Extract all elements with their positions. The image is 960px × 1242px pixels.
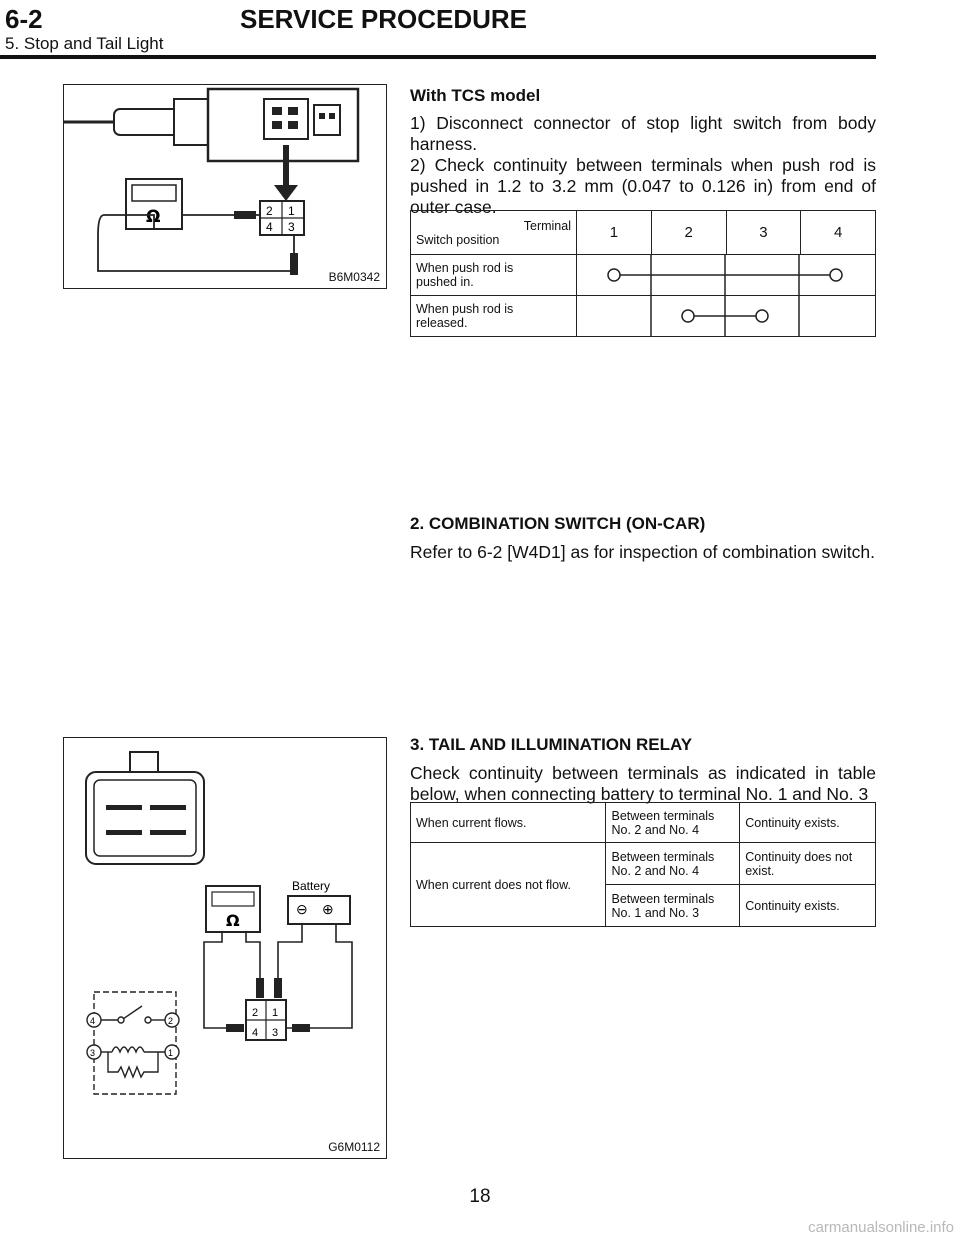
terminals-cell: Between terminals No. 2 and No. 4 (605, 802, 741, 843)
corner-terminal-label: Terminal (523, 218, 571, 233)
connector-pin-4: 4 (266, 220, 273, 234)
continuity-cells (576, 254, 876, 296)
page-subtitle: 5. Stop and Tail Light (5, 34, 164, 53)
figure-label: B6M0342 (328, 270, 380, 284)
section-3-body: Check continuity between terminals as in… (410, 763, 876, 804)
result-cell: Continuity exists. (739, 802, 876, 843)
continuity-line-2-3 (650, 296, 800, 336)
terminals-line: No. 2 and No. 4 (611, 863, 700, 878)
table-corner-cell: Terminal Switch position (410, 210, 577, 255)
connector-pin-3: 3 (272, 1027, 278, 1039)
connector-pin-2: 2 (252, 1007, 258, 1019)
row-label-line: released. (416, 316, 468, 330)
result-line: Continuity does not (745, 849, 853, 864)
connector-pin-1: 1 (272, 1007, 278, 1019)
connector-pin-3: 3 (288, 220, 295, 234)
section-2-body: Refer to 6-2 [W4D1] as for inspection of… (410, 542, 875, 562)
battery-plus-terminal: ⊕ (322, 901, 334, 917)
result-cell: Continuity does not exist. (739, 842, 876, 885)
section-number: 6-2 (5, 4, 43, 34)
row-label-line: When push rod is (416, 302, 514, 316)
terminals-cell: Between terminals No. 2 and No. 4 (605, 842, 741, 885)
stop-light-switch-diagram: Ω 2 1 4 3 (64, 87, 360, 275)
relay-pin-3: 3 (90, 1048, 95, 1058)
tcs-section: With TCS model 1) Disconnect connector o… (410, 86, 876, 218)
table-row: Between terminals No. 1 and No. 3 Contin… (411, 884, 876, 927)
page-title: SERVICE PROCEDURE (240, 4, 528, 34)
figure-label: G6M0112 (328, 1140, 380, 1154)
row-label: When push rod is released. (410, 295, 577, 337)
battery-minus-terminal: ⊖ (296, 901, 308, 917)
terminal-header: 1 (576, 210, 652, 255)
figure-tail-illumination-relay: Ω Battery ⊖ ⊕ 2 1 4 3 4 2 3 1 (63, 737, 387, 1159)
relay-continuity-table: When current flows. Between terminals No… (409, 802, 876, 927)
continuity-line-1-4 (607, 255, 843, 295)
connector-pin-4: 4 (252, 1027, 258, 1039)
section-2-heading: 2. COMBINATION SWITCH (ON-CAR) (410, 514, 706, 533)
terminals-line: Between terminals (611, 849, 715, 864)
table-row: When current does not flow. Between term… (409, 842, 876, 927)
connector-pin-1: 1 (288, 204, 295, 218)
watermark: carmanualsonline.info (808, 1219, 954, 1236)
relay-section: 3. TAIL AND ILLUMINATION RELAY Check con… (410, 735, 876, 805)
terminal-header: 2 (650, 210, 727, 255)
tcs-step-1: 1) Disconnect connector of stop light sw… (410, 113, 876, 154)
relay-pin-4: 4 (90, 1016, 95, 1026)
figure-stop-light-switch: Ω 2 1 4 3 B6M0342 (63, 84, 387, 289)
row-label-line: pushed in. (416, 275, 474, 289)
table-row: When current flows. Between terminals No… (409, 802, 876, 843)
battery-label: Battery (292, 879, 330, 893)
ohm-symbol: Ω (226, 911, 240, 930)
tcs-step-2: 2) Check continuity between terminals wh… (410, 155, 876, 217)
relay-pin-1: 1 (168, 1048, 173, 1058)
section-3-heading: 3. TAIL AND ILLUMINATION RELAY (410, 735, 693, 754)
terminals-line: Between terminals (611, 808, 715, 823)
terminal-header: 3 (725, 210, 802, 255)
result-line: exist. (745, 863, 775, 878)
table-row: When push rod is pushed in. (410, 254, 876, 296)
condition-cell: When current flows. (409, 802, 607, 843)
terminals-cell: Between terminals No. 1 and No. 3 (605, 884, 741, 927)
row-label-line: When push rod is (416, 261, 514, 275)
connector-pin-2: 2 (266, 204, 273, 218)
corner-switch-position-label: Switch position (416, 232, 500, 247)
table-row: When push rod is released. (410, 295, 876, 337)
terminals-line: Between terminals (611, 891, 715, 906)
terminals-line: No. 2 and No. 4 (611, 822, 700, 837)
result-cell: Continuity exists. (739, 884, 876, 927)
row-label: When push rod is pushed in. (410, 254, 577, 296)
header-rule (0, 55, 876, 59)
terminals-line: No. 1 and No. 3 (611, 905, 700, 920)
combination-switch-section: 2. COMBINATION SWITCH (ON-CAR) Refer to … (410, 514, 876, 563)
relay-test-diagram: Ω Battery ⊖ ⊕ 2 1 4 3 4 2 3 1 (85, 751, 353, 1095)
continuity-cells (576, 295, 876, 337)
continuity-table-stop-switch: Terminal Switch position 1 2 3 4 When pu… (410, 210, 876, 337)
page-number: 18 (469, 1186, 491, 1207)
relay-pin-2: 2 (168, 1016, 173, 1026)
tcs-heading: With TCS model (410, 86, 541, 105)
condition-cell: When current does not flow. (409, 842, 607, 927)
terminal-header: 4 (800, 210, 876, 255)
